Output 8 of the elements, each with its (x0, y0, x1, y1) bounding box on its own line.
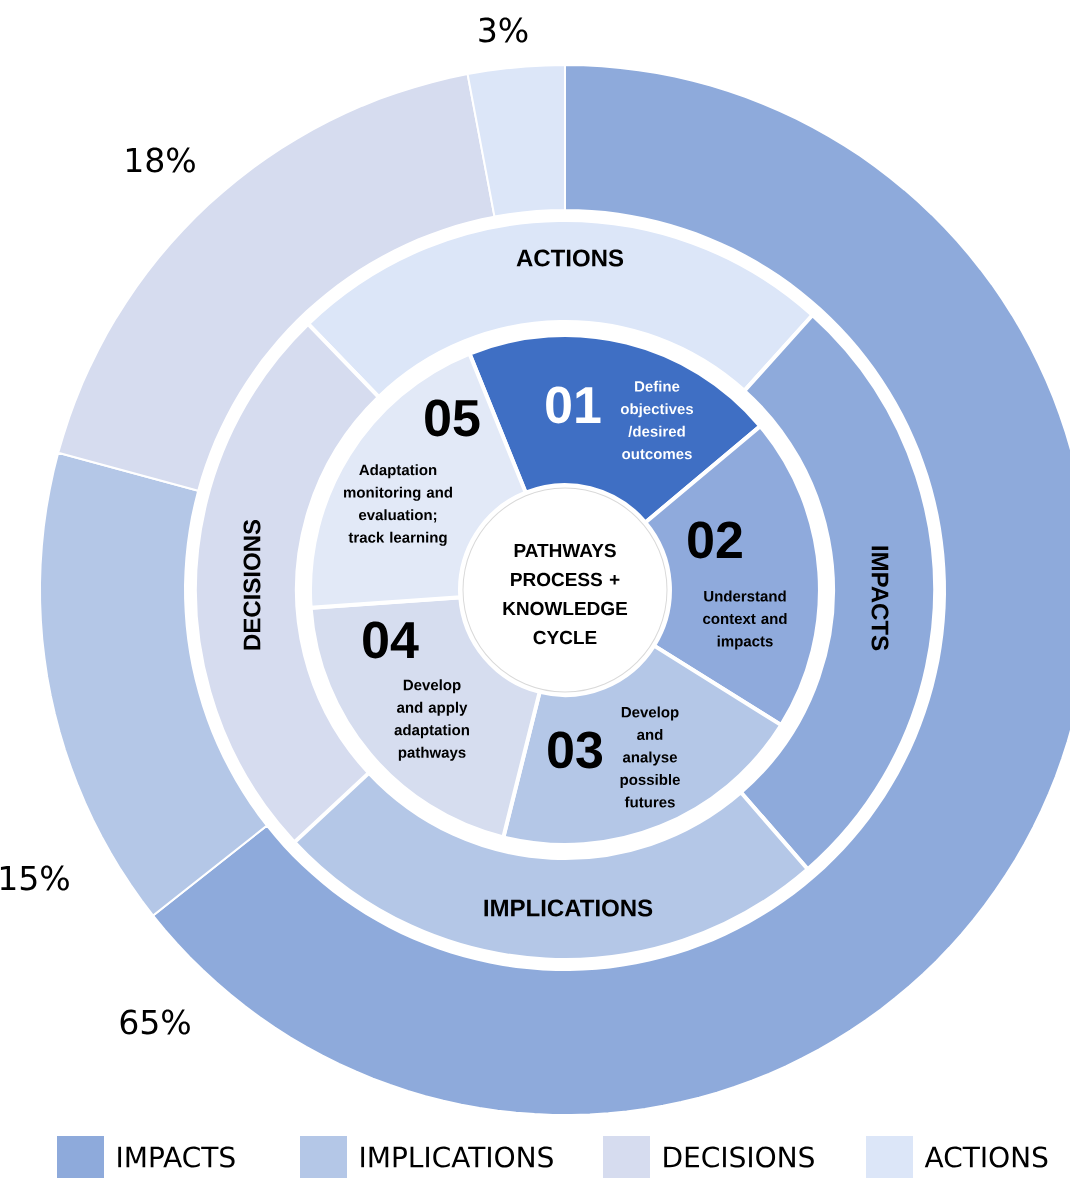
legend-label: ACTIONS (924, 1146, 1048, 1168)
value-label: 15% (0, 865, 69, 891)
legend-label: DECISIONS (664, 1146, 814, 1168)
legend-label: IMPACTS (118, 1146, 235, 1168)
legend-label: IMPLICATIONS (361, 1146, 553, 1168)
value-label: 3% (479, 17, 528, 43)
value-label: 18% (126, 147, 195, 173)
value-label: 65% (120, 1009, 190, 1035)
